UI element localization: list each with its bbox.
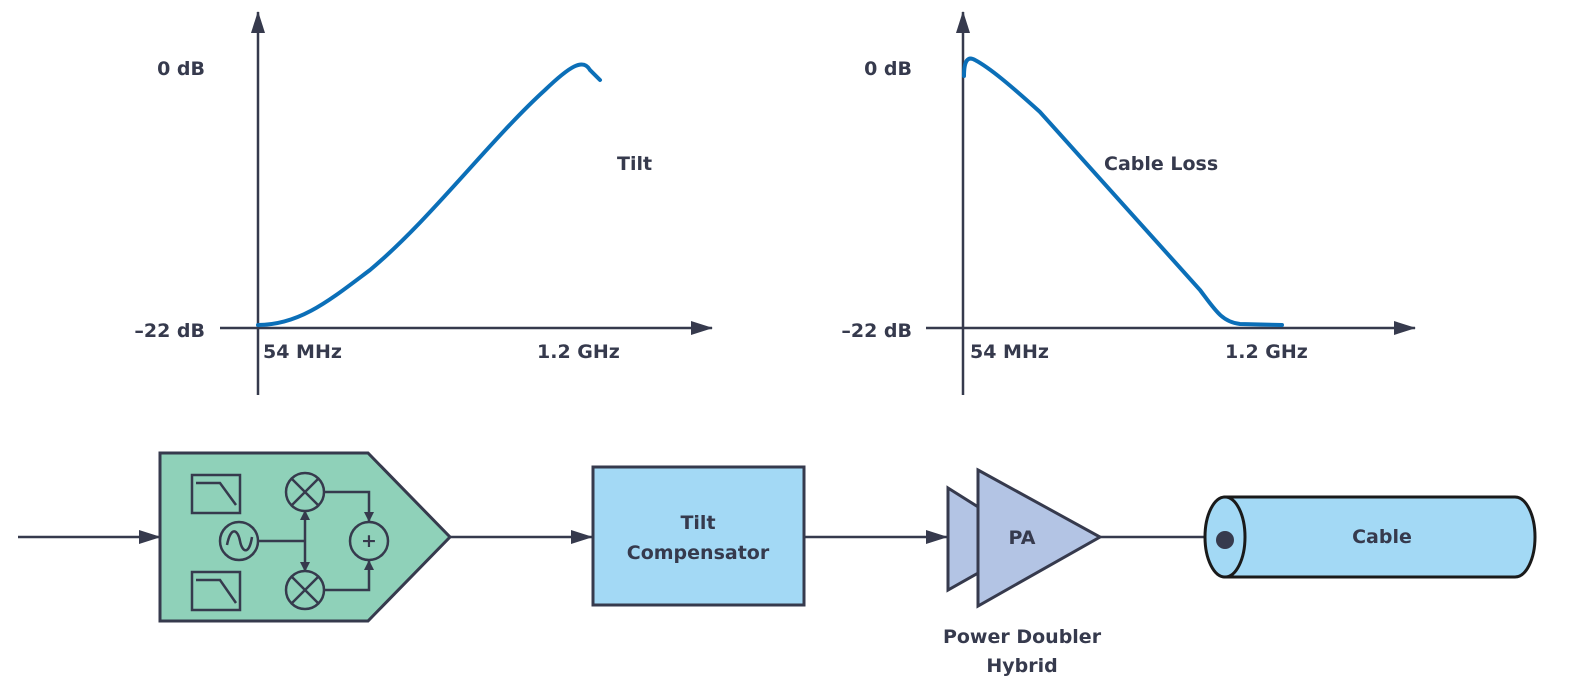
y-top-label: 0 dB (864, 58, 912, 80)
lowpass-filter-icon (190, 570, 242, 612)
y-bottom-label: –22 dB (841, 320, 912, 342)
cable-loss-chart: 0 dB –22 dB 54 MHz 1.2 GHz Cable Loss (841, 11, 1416, 395)
svg-text:Cable: Cable (1352, 526, 1412, 548)
power-amplifier: PA Power Doubler Hybrid (943, 467, 1104, 677)
tilt-chart: 0 dB –22 dB 54 MHz 1.2 GHz Tilt (134, 11, 713, 395)
x-right-label: 1.2 GHz (537, 341, 620, 363)
svg-text:Tilt: Tilt (680, 512, 715, 534)
tilt-compensator-block: Tilt Compensator (591, 465, 806, 607)
svg-text:Compensator: Compensator (627, 542, 770, 564)
cable-core (1216, 531, 1234, 549)
x-left-label: 54 MHz (970, 341, 1049, 363)
svg-text:+: + (361, 530, 377, 552)
svg-text:PA: PA (1009, 527, 1036, 549)
tilt-curve (256, 62, 602, 327)
svg-text:Hybrid: Hybrid (986, 655, 1057, 677)
iq-modulator-block: + (158, 451, 453, 623)
cable: Cable (1203, 495, 1537, 579)
x-left-label: 54 MHz (263, 341, 342, 363)
cable-loss-curve (962, 56, 1284, 327)
x-right-label: 1.2 GHz (1225, 341, 1308, 363)
y-top-label: 0 dB (157, 58, 205, 80)
adder-icon: + (348, 520, 390, 562)
svg-text:Power Doubler: Power Doubler (943, 626, 1102, 648)
curve-label: Cable Loss (1104, 153, 1218, 175)
lowpass-filter-icon (190, 473, 242, 515)
curve-label: Tilt (617, 153, 652, 175)
y-bottom-label: –22 dB (134, 320, 205, 342)
